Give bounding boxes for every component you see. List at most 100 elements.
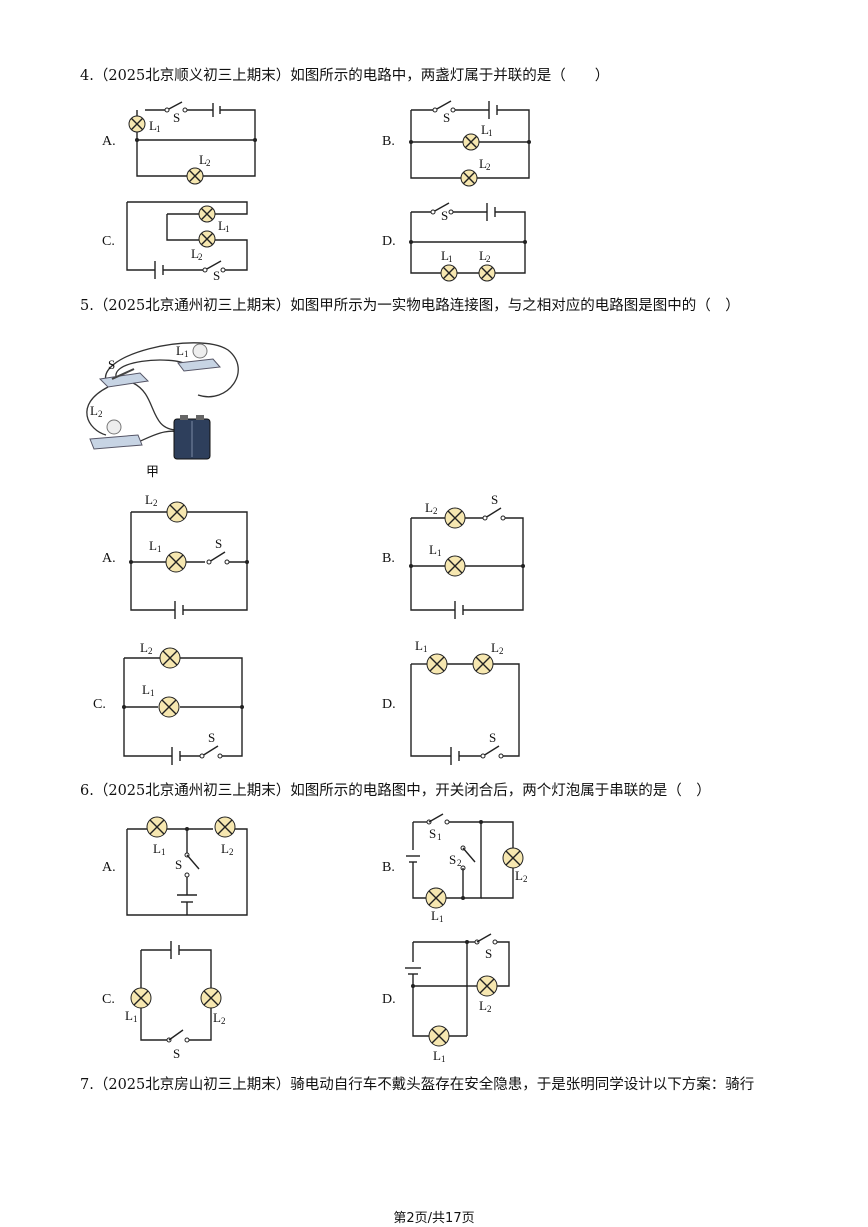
svg-text:S: S [175,857,182,872]
figure-caption: 甲 [146,464,160,479]
option-c-label: C. [93,697,106,712]
svg-text:L: L [433,1048,441,1063]
lamp-icon [214,816,236,838]
question-7: 7.（2025北京房山初三上期末）骑电动自行车不戴头盔存在安全隐患，于是张明同学… [80,1075,754,1095]
svg-text:S: S [173,1046,180,1061]
bulb-holder-l1 [177,343,222,372]
svg-text:L: L [176,343,184,358]
question-number: 4. [80,68,94,84]
question-source: （2025北京顺义初三上期末） [93,68,291,84]
lamp-icon [460,169,478,187]
svg-text:1: 1 [157,544,162,554]
option-d-label: D. [382,697,396,712]
svg-text:L: L [191,246,199,261]
question-number: 5. [80,298,94,314]
svg-text:2: 2 [499,646,504,656]
svg-text:2: 2 [148,646,153,656]
svg-text:2: 2 [486,254,491,264]
lamp-icon [428,1025,450,1047]
svg-text:S: S [441,208,448,223]
lamp-icon [198,205,216,223]
svg-text:1: 1 [488,128,493,138]
svg-text:L: L [140,640,148,655]
svg-text:S: S [215,536,222,551]
option-b-label: B. [382,551,395,566]
svg-text:1: 1 [441,1054,446,1064]
svg-text:L: L [142,682,150,697]
lamp-icon [200,987,222,1009]
svg-text:1: 1 [156,124,161,134]
svg-text:1: 1 [439,914,444,924]
svg-text:L: L [213,1010,221,1025]
svg-text:L: L [429,542,437,557]
svg-text:L: L [481,122,489,137]
svg-text:L: L [153,841,161,856]
svg-text:S: S [108,357,115,372]
lamp-icon [444,507,466,529]
page-footer: 第2页/共17页 [393,1211,475,1226]
option-c-label: C. [102,234,115,249]
battery-icon [173,415,211,460]
svg-text:2: 2 [221,1016,226,1026]
svg-text:1: 1 [437,832,442,842]
svg-text:L: L [425,500,433,515]
svg-text:2: 2 [523,874,528,884]
svg-text:2: 2 [153,498,158,508]
svg-text:L: L [125,1008,133,1023]
question-4: 4.（2025北京顺义初三上期末）如图所示的电路中，两盏灯属于并联的是（ ） [80,66,609,86]
lamp-icon [146,816,168,838]
question-number: 7. [80,1077,94,1093]
lamp-icon [476,975,498,997]
svg-text:L: L [479,998,487,1013]
lamp-icon [444,555,466,577]
svg-text:2: 2 [486,162,491,172]
lamp-icon [165,551,187,573]
svg-text:S: S [489,730,496,745]
svg-text:1: 1 [225,224,230,234]
question-6: 6.（2025北京通州初三上期末）如图所示的电路图中，开关闭合后，两个灯泡属于串… [80,781,711,801]
question-source: （2025北京房山初三上期末） [93,1077,291,1093]
question-text: 如图甲所示为一实物电路连接图，与之相对应的电路图是图中的（ ） [290,298,740,314]
question-5: 5.（2025北京通州初三上期末）如图甲所示为一实物电路连接图，与之相对应的电路… [80,296,740,316]
svg-text:S: S [485,946,492,961]
lamp-icon [166,501,188,523]
bulb-holder-l2 [89,419,143,450]
svg-text:L: L [90,403,98,418]
option-a-label: A. [102,551,116,566]
svg-text:S: S [449,852,456,867]
svg-text:2: 2 [487,1004,492,1014]
svg-text:2: 2 [198,252,203,262]
svg-text:L: L [221,841,229,856]
svg-text:1: 1 [448,254,453,264]
svg-text:L: L [149,118,157,133]
option-c-label: C. [102,992,115,1007]
question-text: 骑电动自行车不戴头盔存在安全隐患，于是张明同学设计以下方案：骑行 [290,1077,755,1093]
svg-text:1: 1 [437,548,442,558]
svg-text:1: 1 [133,1014,138,1024]
svg-text:L: L [149,538,157,553]
svg-text:L: L [145,492,153,507]
question-text: 如图所示的电路图中，开关闭合后，两个灯泡属于串联的是（ ） [290,783,711,799]
svg-text:L: L [431,908,439,923]
option-b-label: B. [382,134,395,149]
svg-text:2: 2 [433,506,438,516]
svg-text:2: 2 [98,409,103,419]
lamp-icon [472,653,494,675]
svg-text:2: 2 [229,847,234,857]
svg-text:L: L [199,152,207,167]
svg-text:S: S [443,110,450,125]
question-number: 6. [80,783,94,799]
svg-text:S: S [429,826,436,841]
svg-text:L: L [515,868,523,883]
lamp-icon [186,167,204,185]
option-a-label: A. [102,860,116,875]
lamp-icon [158,696,180,718]
